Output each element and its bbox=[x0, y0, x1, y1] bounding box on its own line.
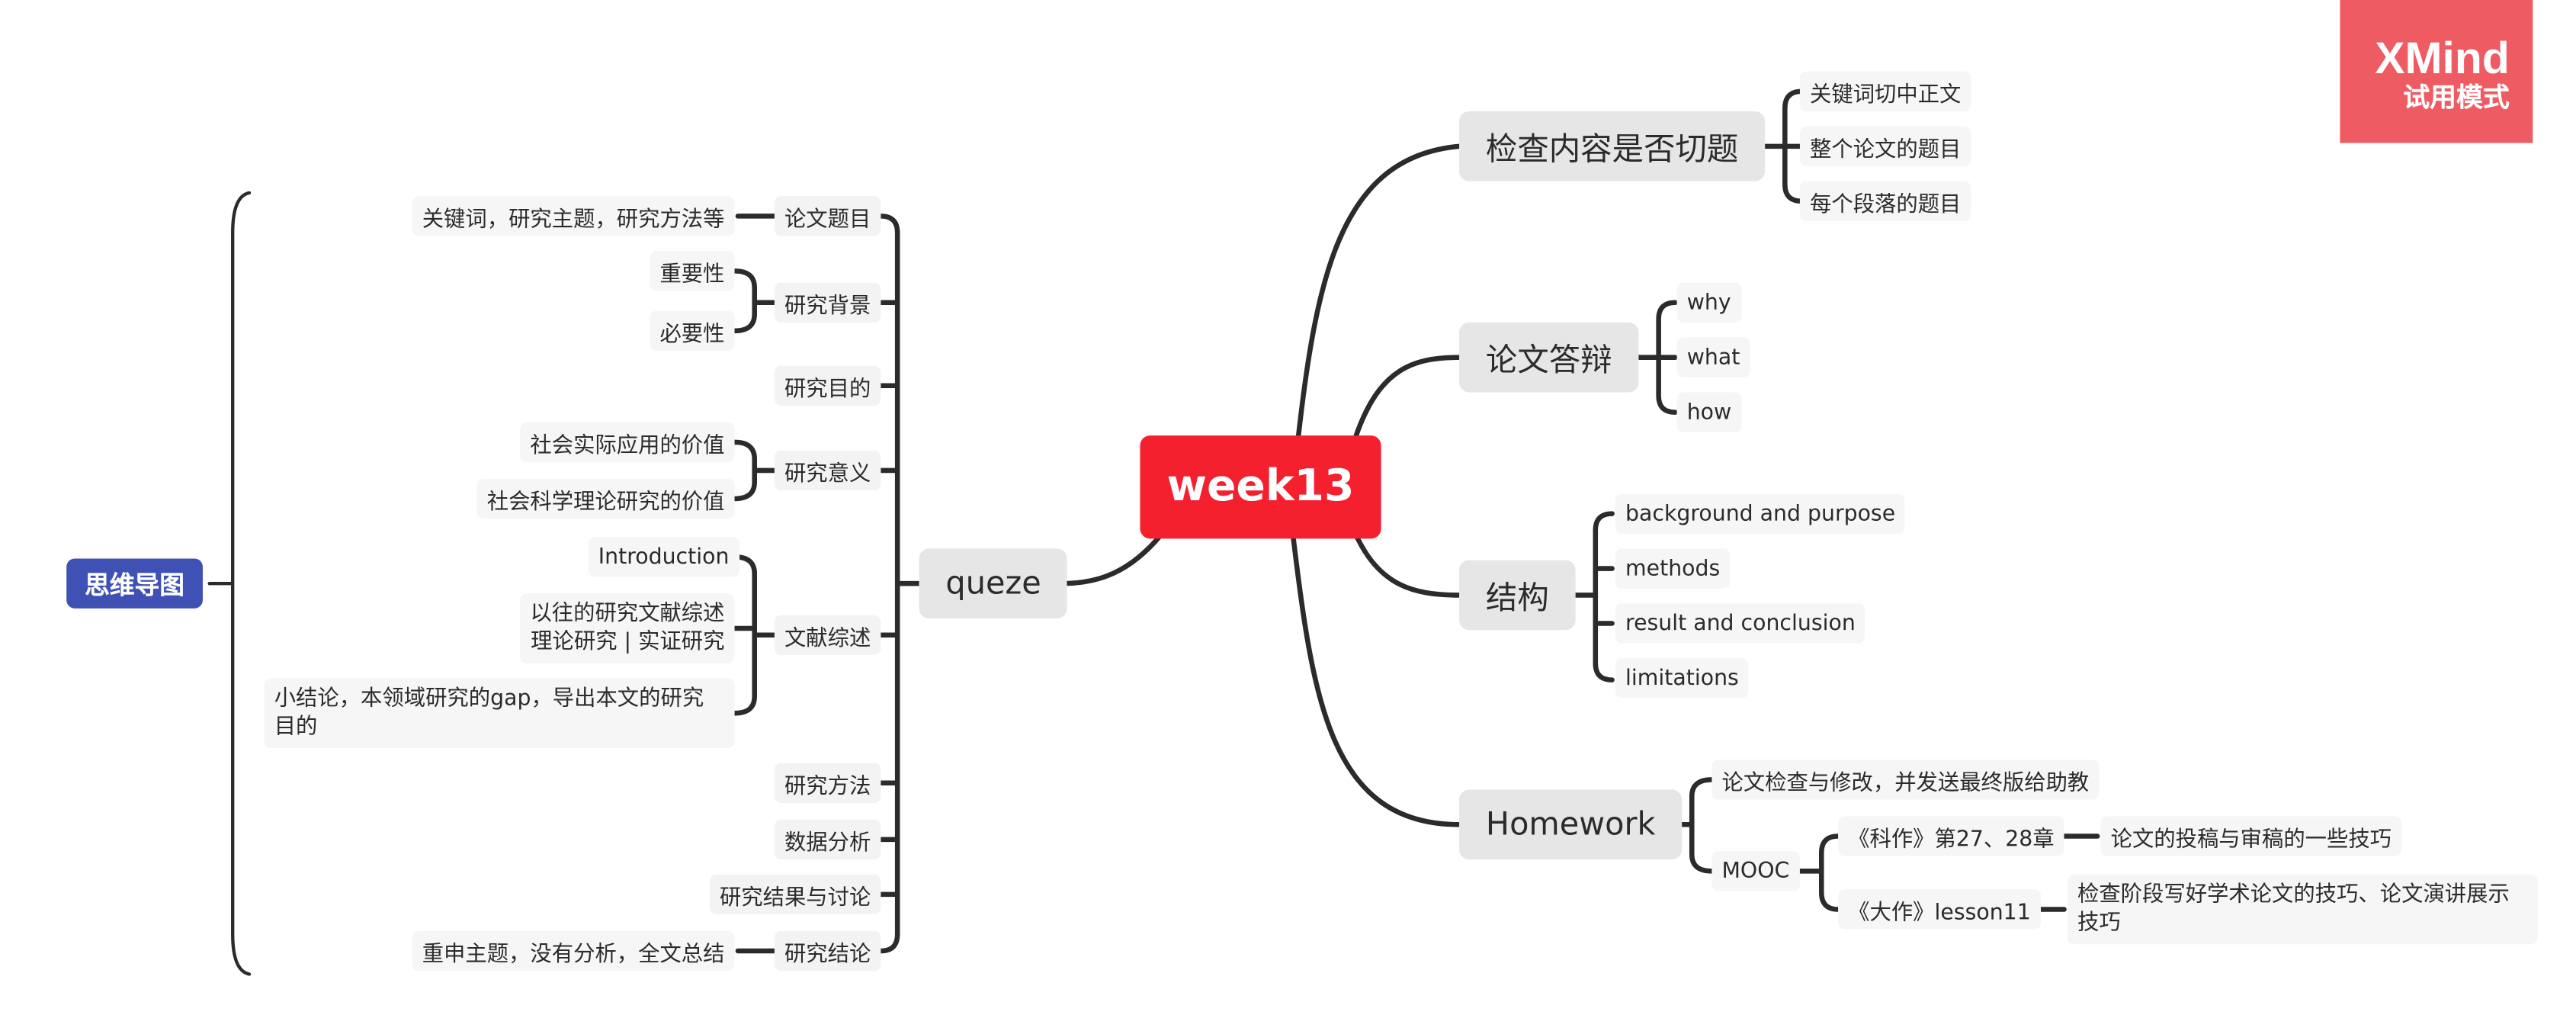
topic-queze[interactable]: queze bbox=[919, 548, 1068, 618]
topic-structure[interactable]: 结构 bbox=[1459, 560, 1576, 631]
subtopic[interactable]: 每个段落的题目 bbox=[1799, 181, 1971, 221]
leaf[interactable]: 关键词，研究主题，研究方法等 bbox=[412, 196, 735, 236]
side-topic-mindmap[interactable]: 思维导图 bbox=[66, 558, 203, 609]
subtopic[interactable]: 文献综述 bbox=[774, 615, 881, 655]
subtopic-mooc[interactable]: MOOC bbox=[1711, 851, 1800, 891]
xmind-trial-badge: XMind 试用模式 bbox=[2340, 0, 2533, 143]
connector bbox=[732, 554, 757, 716]
leaf[interactable]: 小结论，本领域研究的gap，导出本文的研究目的 bbox=[264, 678, 735, 748]
leaf[interactable]: 以往的研究文献综述 理论研究 | 实证研究 bbox=[520, 593, 735, 663]
leaf[interactable]: Introduction bbox=[588, 537, 739, 577]
connector bbox=[1689, 777, 1715, 874]
leaf[interactable]: 重申主题，没有分析，全文总结 bbox=[412, 930, 735, 972]
connector bbox=[1353, 355, 1462, 438]
subtopic[interactable]: 研究背景 bbox=[774, 282, 881, 323]
subtopic[interactable]: background and purpose bbox=[1615, 493, 1906, 534]
connector bbox=[878, 214, 900, 954]
connector bbox=[732, 439, 757, 502]
connector bbox=[1290, 532, 1462, 827]
subtopic[interactable]: methods bbox=[1615, 548, 1731, 589]
subtopic[interactable]: 数据分析 bbox=[774, 819, 881, 860]
subtopic[interactable]: result and conclusion bbox=[1615, 603, 1865, 644]
root-topic[interactable]: week13 bbox=[1140, 435, 1381, 539]
connector bbox=[1353, 532, 1462, 598]
subtopic[interactable]: 《科作》第27、28章 bbox=[1838, 816, 2064, 856]
leaf[interactable]: 社会实际应用的价值 bbox=[520, 422, 735, 463]
subtopic[interactable]: 研究意义 bbox=[774, 450, 881, 491]
subtopic[interactable]: 论文题目 bbox=[774, 196, 881, 236]
connector bbox=[207, 191, 252, 976]
subtopic[interactable]: 研究结论 bbox=[774, 930, 881, 972]
subtopic[interactable]: 论文检查与修改，并发送最终版给助教 bbox=[1711, 760, 2100, 800]
connector bbox=[1819, 833, 1841, 912]
subtopic[interactable]: 研究目的 bbox=[774, 365, 881, 406]
subtopic[interactable]: why bbox=[1676, 282, 1741, 323]
topic-homework[interactable]: Homework bbox=[1459, 789, 1683, 860]
subtopic[interactable]: 关键词切中正文 bbox=[1799, 71, 1971, 112]
badge-brand: XMind bbox=[2375, 33, 2510, 83]
connector bbox=[1593, 511, 1615, 683]
leaf[interactable]: 重要性 bbox=[650, 251, 735, 291]
connector bbox=[1059, 529, 1166, 586]
connector bbox=[1290, 143, 1462, 488]
subtopic[interactable]: 论文的投稿与审稿的一些技巧 bbox=[2100, 816, 2402, 856]
leaf[interactable]: 必要性 bbox=[650, 310, 735, 351]
leaf[interactable]: 社会科学理论研究的价值 bbox=[476, 478, 735, 519]
connector bbox=[1782, 88, 1804, 204]
connector bbox=[1656, 300, 1678, 415]
connector bbox=[732, 268, 757, 334]
subtopic[interactable]: 研究方法 bbox=[774, 763, 881, 803]
topic-defense[interactable]: 论文答辩 bbox=[1459, 322, 1639, 393]
subtopic[interactable]: 《大作》lesson11 bbox=[1838, 889, 2041, 930]
subtopic[interactable]: how bbox=[1676, 392, 1742, 432]
topic-check-relevance[interactable]: 检查内容是否切题 bbox=[1459, 111, 1766, 181]
subtopic[interactable]: 整个论文的题目 bbox=[1799, 126, 1971, 166]
subtopic[interactable]: 检查阶段写好学术论文的技巧、论文演讲展示技巧 bbox=[2067, 874, 2538, 945]
subtopic[interactable]: limitations bbox=[1615, 658, 1749, 699]
subtopic[interactable]: 研究结果与讨论 bbox=[709, 874, 881, 914]
badge-mode: 试用模式 bbox=[2403, 85, 2510, 114]
subtopic[interactable]: what bbox=[1676, 337, 1750, 377]
